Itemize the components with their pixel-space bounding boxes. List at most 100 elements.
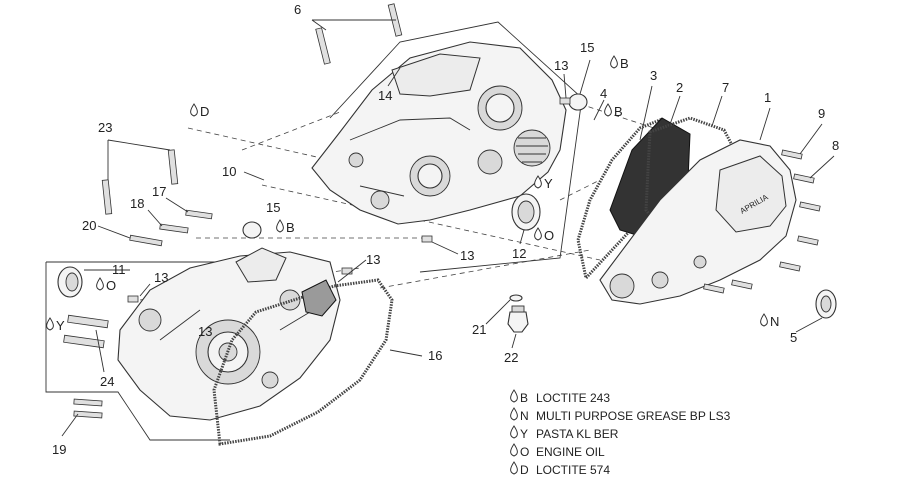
legend-row-n: N MULTI PURPOSE GREASE BP LS3 (510, 407, 731, 423)
svg-text:ENGINE OIL: ENGINE OIL (536, 445, 605, 459)
svg-text:B: B (614, 104, 623, 119)
small-gasket-plate (301, 279, 337, 317)
drop-icon (610, 55, 618, 69)
legend-row-y: Y PASTA KL BER (510, 425, 619, 441)
callout-20: 20 (82, 218, 96, 233)
drop-tag-d: D (190, 103, 209, 119)
callout-4: 4 (600, 86, 607, 101)
drop-tags: B B B D Y O O Y (46, 55, 779, 333)
svg-text:O: O (544, 228, 554, 243)
right-crankcase-half (311, 41, 567, 225)
left-crankcase-half (117, 247, 341, 421)
callout-2: 2 (676, 80, 683, 95)
studs-6 (315, 3, 403, 65)
callout-15-b: 15 (266, 200, 280, 215)
drop-icon (190, 103, 198, 117)
svg-text:MULTI PURPOSE GREASE BP LS3: MULTI PURPOSE GREASE BP LS3 (536, 409, 731, 423)
drop-icon (510, 389, 518, 403)
dowels-24 (63, 314, 109, 349)
callout-13-c: 13 (366, 252, 380, 267)
svg-text:D: D (200, 104, 209, 119)
callout-3: 3 (650, 68, 657, 83)
drop-tag-y-upper: Y (534, 175, 553, 191)
drop-icon (510, 425, 518, 439)
callout-7: 7 (722, 80, 729, 95)
drop-icon (96, 277, 104, 291)
studs-23 (101, 149, 179, 215)
plug-15-lower (242, 221, 262, 239)
drop-tag-o-upper: O (534, 227, 554, 243)
callout-24: 24 (100, 374, 114, 389)
callout-11: 11 (112, 262, 126, 277)
drop-icon (510, 443, 518, 457)
lubricant-legend: B LOCTITE 243 N MULTI PURPOSE GREASE BP … (510, 389, 731, 477)
drop-tag-b-upper: B (610, 55, 629, 71)
dowels-13 (127, 97, 571, 303)
drop-tag-y-left: Y (46, 317, 65, 333)
callout-18: 18 (130, 196, 144, 211)
callout-15-a: 15 (580, 40, 594, 55)
svg-text:N: N (770, 314, 779, 329)
bolts-19 (73, 398, 103, 419)
group-frames (45, 21, 583, 441)
svg-text:Y: Y (56, 318, 65, 333)
callout-1: 1 (764, 90, 771, 105)
seal-ring-12 (511, 193, 541, 231)
drop-icon (510, 461, 518, 475)
drop-icon (760, 313, 768, 327)
seal-ring-5 (815, 289, 837, 319)
drop-tag-b-cover: B (604, 103, 623, 119)
plug-15-upper (568, 93, 588, 111)
drop-tag-n: N (760, 313, 779, 329)
callout-17: 17 (152, 184, 166, 199)
svg-text:O: O (520, 445, 529, 459)
callout-5: 5 (790, 330, 797, 345)
legend-row-b: B LOCTITE 243 (510, 389, 610, 405)
callout-21: 21 (472, 322, 486, 337)
drop-tag-b-left: B (276, 219, 295, 235)
drop-icon (276, 219, 284, 233)
drop-icon (534, 227, 542, 241)
svg-text:D: D (520, 463, 529, 477)
svg-text:O: O (106, 278, 116, 293)
callout-19: 19 (52, 442, 66, 457)
svg-text:B: B (520, 391, 528, 405)
callout-12: 12 (512, 246, 526, 261)
callout-13-e: 13 (198, 324, 212, 339)
callout-16: 16 (428, 348, 442, 363)
drop-tag-o-left: O (96, 277, 116, 293)
callout-10: 10 (222, 164, 236, 179)
callout-9: 9 (818, 106, 825, 121)
cover-bolts (703, 149, 821, 294)
legend-row-d: D LOCTITE 574 (510, 461, 610, 477)
engine-cover-1: APRILIA (599, 139, 797, 305)
drop-icon (46, 317, 54, 331)
svg-text:Y: Y (520, 427, 528, 441)
callout-13-d: 13 (154, 270, 168, 285)
svg-text:N: N (520, 409, 529, 423)
callout-13-b: 13 (460, 248, 474, 263)
callout-8: 8 (832, 138, 839, 153)
seal-ring-11 (57, 266, 83, 298)
svg-text:LOCTITE 574: LOCTITE 574 (536, 463, 610, 477)
svg-text:Y: Y (544, 176, 553, 191)
callout-6: 6 (294, 2, 301, 17)
svg-text:B: B (620, 56, 629, 71)
drain-plug-22 (507, 305, 529, 333)
legend-row-o: O ENGINE OIL (510, 443, 605, 459)
callout-13-a: 13 (554, 58, 568, 73)
callout-numbers: 1 2 3 4 5 6 7 8 9 10 11 12 13 13 13 13 1… (52, 2, 839, 457)
svg-text:B: B (286, 220, 295, 235)
bolts-17-18-20 (129, 209, 213, 247)
washer-21 (509, 294, 523, 302)
svg-text:PASTA KL BER: PASTA KL BER (536, 427, 619, 441)
svg-text:LOCTITE 243: LOCTITE 243 (536, 391, 610, 405)
drop-icon (534, 175, 542, 189)
drop-icon (604, 103, 612, 117)
drop-icon (510, 407, 518, 421)
crankcase-gasket (212, 278, 394, 446)
leader-lines (61, 19, 835, 437)
callout-14: 14 (378, 88, 392, 103)
callout-22: 22 (504, 350, 518, 365)
